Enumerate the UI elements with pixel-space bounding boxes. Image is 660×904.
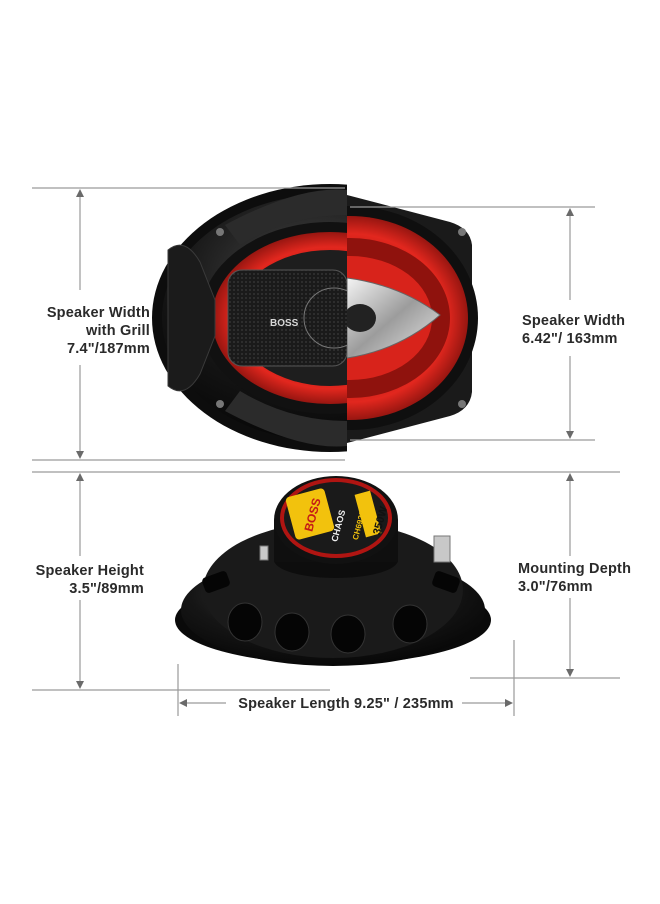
arrow-down-icon: [566, 669, 574, 677]
speaker-front-with-grill: BOSS: [152, 184, 347, 452]
height-value: 3.5"/89mm: [69, 581, 144, 597]
width-value: 6.42"/ 163mm: [522, 331, 618, 347]
depth-title: Mounting Depth: [518, 561, 632, 577]
arrow-down-icon: [76, 681, 84, 689]
width-title: Speaker Width: [522, 313, 626, 329]
arrow-up-icon: [76, 473, 84, 481]
arrow-right-icon: [505, 699, 513, 707]
speaker-front-no-grill: [347, 195, 478, 443]
arrow-down-icon: [566, 431, 574, 439]
brand-logo-grill: BOSS: [270, 318, 299, 329]
arrow-up-icon: [76, 189, 84, 197]
arrow-down-icon: [76, 451, 84, 459]
arrow-up-icon: [566, 473, 574, 481]
dimension-lines: [32, 187, 620, 716]
height-label: Speaker Height 3.5"/89mm: [6, 562, 144, 598]
width-with-grill-label: Speaker Width with Grill 7.4"/187mm: [8, 304, 150, 358]
arrow-left-icon: [179, 699, 187, 707]
height-title: Speaker Height: [35, 563, 144, 579]
length-label: Speaker Length 9.25" / 235mm: [238, 696, 454, 712]
arrow-up-icon: [566, 208, 574, 216]
width-with-grill-title: Speaker Width: [46, 305, 150, 321]
depth-label: Mounting Depth 3.0"/76mm: [518, 560, 656, 596]
width-with-grill-value: 7.4"/187mm: [66, 341, 150, 357]
speaker-rear-view: BOSS CHAOS CH6920 350W: [175, 476, 491, 666]
width-label: Speaker Width 6.42"/ 163mm: [522, 312, 656, 348]
depth-value: 3.0"/76mm: [518, 579, 593, 595]
width-with-grill-subtitle: with Grill: [85, 323, 150, 339]
